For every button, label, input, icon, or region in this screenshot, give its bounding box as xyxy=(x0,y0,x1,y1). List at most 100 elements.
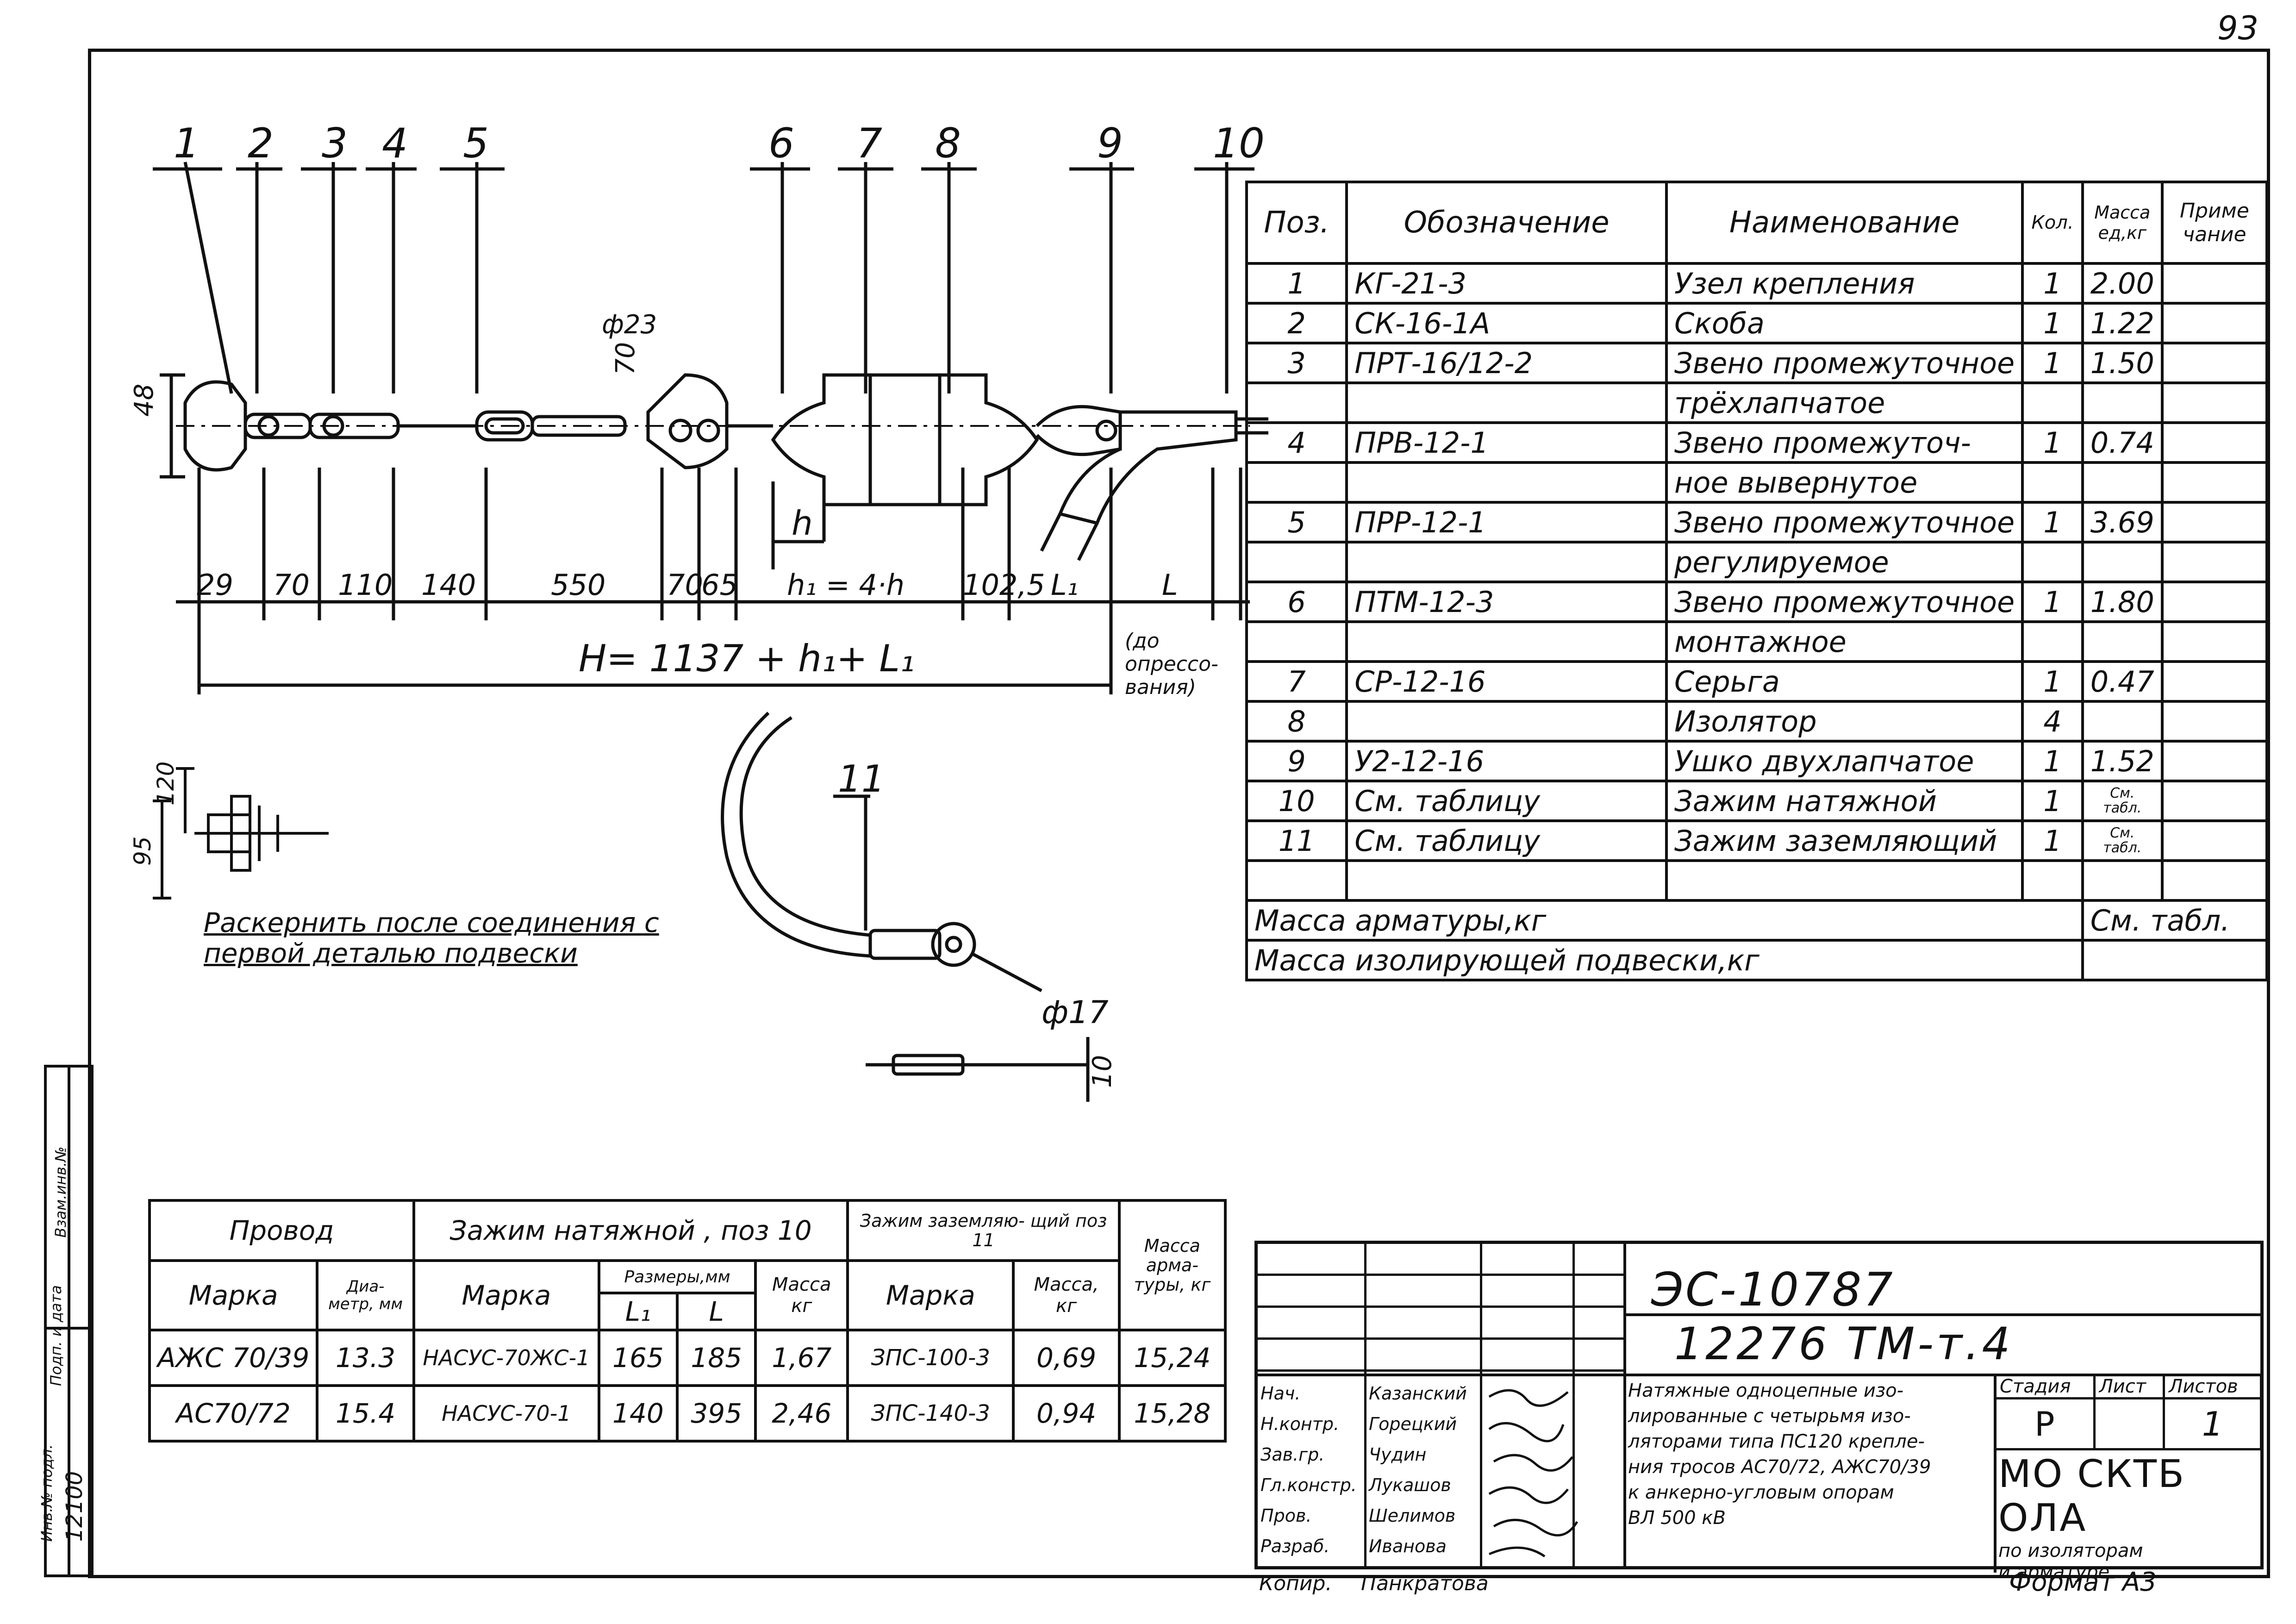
clamp-mass: 2,46 xyxy=(754,1384,849,1443)
spec-mass: 1.80 xyxy=(2081,581,2164,623)
callout-label: 11 xyxy=(838,757,885,800)
dim-label: 10 xyxy=(1087,1055,1117,1088)
spec-note xyxy=(2160,660,2269,703)
spec-qty: 1 xyxy=(2021,740,2084,782)
spec-designation: СР-12-16 xyxy=(1345,660,1668,703)
title-name: Лукашов xyxy=(1369,1475,1451,1495)
stage-header: Стадия xyxy=(1994,1374,2096,1399)
dim-label: ф17 xyxy=(1042,994,1109,1031)
sheets-header: Листов xyxy=(2163,1374,2262,1399)
spec-mass: 0.74 xyxy=(2081,421,2164,464)
wire-clamp-table: Провод Зажим натяжной , поз 10 Зажим заз… xyxy=(148,1199,1227,1443)
callout-label: 4 xyxy=(382,119,408,167)
spec-designation xyxy=(1345,700,1668,743)
spec-name: Зажим заземляющий xyxy=(1665,819,2024,862)
spec-note xyxy=(2160,581,2269,623)
spec-header-mass: Масса ед,кг xyxy=(2081,181,2164,265)
spec-note xyxy=(2160,700,2269,743)
description-line: Натяжные одноцепные изо- xyxy=(1628,1380,1904,1401)
clamp-mass: 1,67 xyxy=(754,1329,849,1387)
core-note: Раскернить после соединения с первой дет… xyxy=(204,907,659,968)
clamp-mark-header: Марка xyxy=(412,1259,600,1331)
ground-mass: 0,69 xyxy=(1012,1329,1121,1387)
callout-label: 8 xyxy=(935,119,961,167)
spec-qty: 1 xyxy=(2021,421,2084,464)
spec-qty: 1 xyxy=(2021,780,2084,822)
stage-value: Р xyxy=(1994,1397,2096,1450)
side-stamp: Взам.инв.№ Подп. и дата Инв.№ подл. 1210… xyxy=(38,1065,94,1577)
description-line: к анкерно-угловым опорам xyxy=(1628,1482,1894,1503)
spec-pos: 6 xyxy=(1245,581,1348,623)
spec-pos: 2 xyxy=(1245,302,1348,344)
spec-qty: 1 xyxy=(2021,501,2084,543)
title-role: Пров. xyxy=(1260,1505,1312,1526)
dim-label: 140 xyxy=(421,568,476,602)
spec-mass: 2.00 xyxy=(2081,262,2164,305)
spec-qty: 1 xyxy=(2021,581,2084,623)
spec-note xyxy=(2160,740,2269,782)
spec-note xyxy=(2160,421,2269,464)
spec-pos: 8 xyxy=(1245,700,1348,743)
spec-note xyxy=(2160,302,2269,344)
ground-mass-header: Масса, кг xyxy=(1012,1259,1121,1331)
spec-designation: СК-16-1А xyxy=(1345,302,1668,344)
dim-label: 550 xyxy=(551,568,605,602)
mass-insulating-label: Масса изолирующей подвески,кг xyxy=(1245,939,2084,981)
spec-name: Зажим натяжной xyxy=(1665,780,2024,822)
spec-header-name: Наименование xyxy=(1665,181,2024,265)
dim-label: 70 xyxy=(273,568,310,602)
spec-pos: 4 xyxy=(1245,421,1348,464)
spec-pos: 7 xyxy=(1245,660,1348,703)
dim-label: 65 xyxy=(701,568,738,602)
mass-fittings-label: Масса арматуры,кг xyxy=(1245,899,2084,942)
callout-label: 7 xyxy=(856,119,882,167)
spec-name-cont: трёхлапчатое xyxy=(1665,381,2024,424)
sheet-format: Формат А3 xyxy=(2009,1567,2157,1597)
spec-designation: У2-12-16 xyxy=(1345,740,1668,782)
spec-qty: 1 xyxy=(2021,302,2084,344)
dim-label: L xyxy=(1162,568,1178,602)
copied-by-label: Копир. xyxy=(1259,1572,1332,1595)
description-line: ния тросов АС70/72, АЖС70/39 xyxy=(1628,1456,1931,1478)
table-row: ное вывернутое xyxy=(1245,461,2269,504)
project-number: 12276 ТМ-т.4 xyxy=(1674,1318,2013,1370)
table-row: АЖС 70/39 13.3 НАСУС-70ЖС-1 165 185 1,67… xyxy=(148,1329,1227,1387)
title-role: Разраб. xyxy=(1260,1536,1330,1556)
spec-note xyxy=(2160,342,2269,384)
organization-name: МО СКТБ ОЛА xyxy=(1998,1452,2186,1540)
spec-header-qty: Кол. xyxy=(2021,181,2084,265)
organization-sub: и арматуре xyxy=(1998,1562,2110,1583)
clamp-l1: 165 xyxy=(597,1329,679,1387)
spec-name-cont: ное вывернутое xyxy=(1665,461,2024,504)
table-row: Масса изолирующей подвески,кг xyxy=(1245,939,2269,981)
document-code: ЭС-10787 xyxy=(1651,1262,1895,1317)
title-block: Нач. Н.контр. Зав.гр. Гл.констр. Пров. Р… xyxy=(1254,1241,2264,1583)
dim-label: 29 xyxy=(197,568,233,602)
spec-note xyxy=(2160,501,2269,543)
clamp-mark: НАСУС-70ЖС-1 xyxy=(412,1329,600,1387)
dim-label: ф23 xyxy=(602,310,657,340)
ground-mass: 0,94 xyxy=(1012,1384,1121,1443)
spec-mass: См. табл. xyxy=(2081,780,2164,822)
ground-mark: ЗПС-140-3 xyxy=(846,1384,1015,1443)
signatures xyxy=(1488,1389,1578,1558)
spec-mass: 1.52 xyxy=(2081,740,2164,782)
spec-pos: 1 xyxy=(1245,262,1348,305)
spec-qty: 1 xyxy=(2021,342,2084,384)
spec-name: Узел крепления xyxy=(1665,262,2024,305)
side-stamp-label: Инв.№ подл. xyxy=(38,1444,56,1542)
spec-pos: 9 xyxy=(1245,740,1348,782)
sheet-value xyxy=(2093,1397,2165,1450)
callout-label: 10 xyxy=(1213,119,1265,167)
spec-note xyxy=(2160,262,2269,305)
dim-label: 110 xyxy=(338,568,393,602)
ground-mark-header: Марка xyxy=(846,1259,1015,1331)
specification-table: Поз. Обозначение Наименование Кол. Масса… xyxy=(1245,181,2269,981)
spec-name: Серьга xyxy=(1665,660,2024,703)
